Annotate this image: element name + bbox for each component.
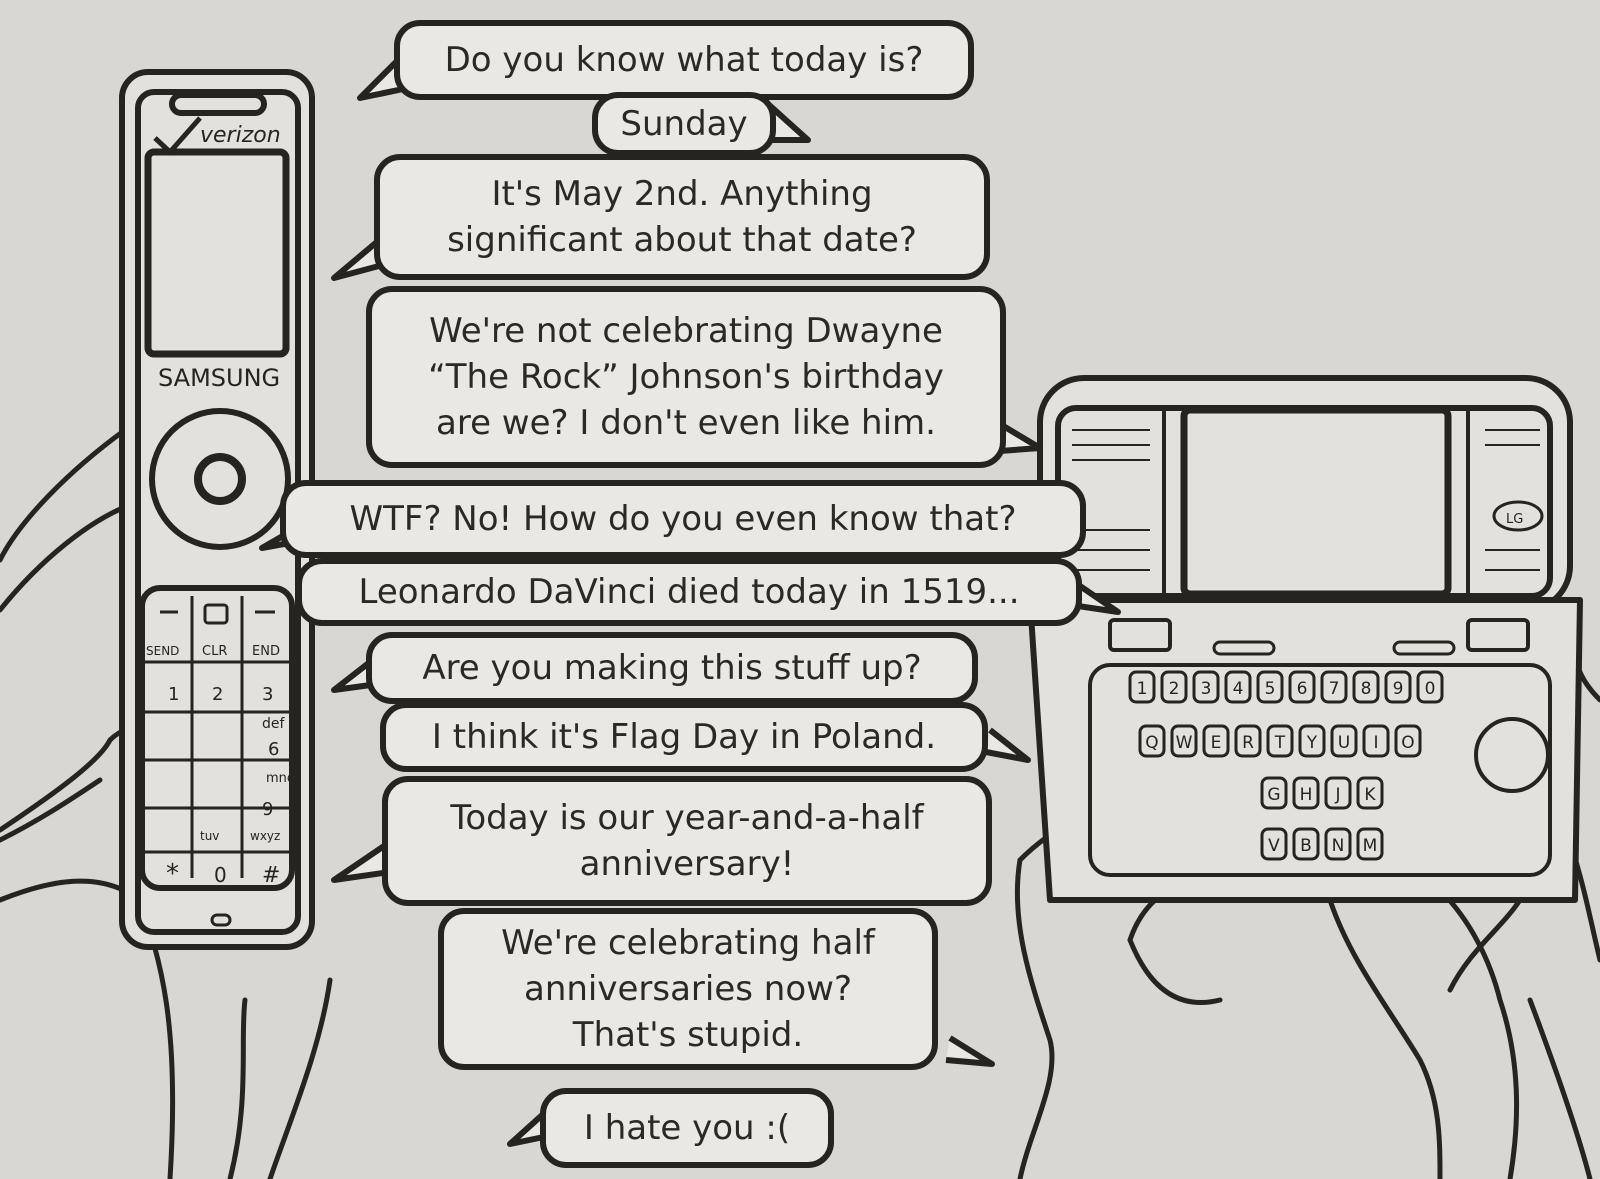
carrier-logo: verizon: [200, 123, 281, 148]
lg-key: [1352, 670, 1380, 704]
left-hand: [0, 427, 128, 563]
lg-key-label: 4: [1233, 679, 1244, 699]
lg-key: [1192, 670, 1220, 704]
lg-key: [1292, 827, 1320, 861]
message-bubble-5: WTF? No! How do you even know that?: [280, 480, 1086, 558]
lg-key: [1356, 776, 1384, 810]
lg-key-label: J: [1334, 785, 1340, 805]
lg-key-label: K: [1364, 785, 1376, 805]
message-bubble-7: Are you making this stuff up?: [366, 632, 978, 704]
lg-key: [1160, 670, 1188, 704]
lg-key: [1362, 724, 1390, 758]
verizon-check-icon: [153, 116, 202, 156]
lg-key-label: I: [1373, 733, 1378, 753]
lg-key: [1170, 724, 1198, 758]
lg-key-label: 8: [1361, 679, 1372, 699]
lg-key-label: W: [1176, 733, 1193, 753]
lg-key-label: 7: [1329, 679, 1340, 699]
lg-key-label: B: [1300, 836, 1312, 856]
lg-key-label: H: [1300, 785, 1313, 805]
message-bubble-8: I think it's Flag Day in Poland.: [380, 702, 988, 772]
lg-key: [1288, 670, 1316, 704]
lg-key-label: 1: [1137, 679, 1148, 699]
message-bubble-11: I hate you :(: [540, 1088, 834, 1168]
svg-text:tuv: tuv: [200, 829, 219, 843]
lg-key-label: N: [1332, 836, 1345, 856]
lg-key-label: G: [1267, 785, 1280, 805]
brand-logo: SAMSUNG: [158, 364, 280, 392]
lg-key-label: 3: [1201, 679, 1212, 699]
lg-key: [1330, 724, 1358, 758]
lg-key-label: 9: [1393, 679, 1404, 699]
lg-key: [1298, 724, 1326, 758]
message-bubble-9: Today is our year-and-a-half anniversary…: [382, 776, 992, 906]
samsung-phone: [119, 69, 315, 950]
svg-text:#: #: [262, 863, 280, 888]
lg-key-label: M: [1363, 836, 1378, 856]
lg-key-label: T: [1274, 733, 1286, 753]
lg-key-label: Y: [1306, 733, 1318, 753]
lg-key: [1384, 670, 1412, 704]
message-bubble-10: We're celebrating half anniversaries now…: [438, 908, 938, 1070]
lg-key: [1224, 670, 1252, 704]
lg-key: [1394, 724, 1422, 758]
lg-key: [1416, 670, 1444, 704]
svg-text:1: 1: [168, 684, 179, 705]
lg-key: [1324, 776, 1352, 810]
message-bubble-1: Do you know what today is?: [394, 20, 974, 100]
lg-key: [1234, 724, 1262, 758]
svg-text:6: 6: [268, 739, 279, 760]
message-bubble-6: Leonardo DaVinci died today in 1519...: [296, 558, 1082, 626]
lg-key: [1128, 670, 1156, 704]
svg-text:CLR: CLR: [202, 644, 227, 659]
lg-key-label: 5: [1265, 679, 1276, 699]
svg-text:0: 0: [214, 863, 227, 887]
svg-text:9: 9: [262, 799, 273, 820]
lg-key: [1266, 724, 1294, 758]
lg-key-label: E: [1211, 733, 1222, 753]
lg-key: [1356, 827, 1384, 861]
lg-key-label: R: [1242, 733, 1254, 753]
svg-text:SEND: SEND: [146, 644, 179, 658]
lg-key: [1202, 724, 1230, 758]
message-bubble-4: We're not celebrating Dwayne “The Rock” …: [366, 286, 1006, 468]
lg-key: [1138, 724, 1166, 758]
lg-key-label: 0: [1425, 679, 1436, 699]
lg-phone: [1027, 375, 1583, 903]
lg-key: [1260, 827, 1288, 861]
lg-key-label: 6: [1297, 679, 1308, 699]
lg-logo: LG: [1506, 512, 1523, 527]
lg-key: [1292, 776, 1320, 810]
lg-key: [1320, 670, 1348, 704]
message-bubble-2: Sunday: [592, 92, 776, 156]
message-bubble-3: It's May 2nd. Anything significant about…: [374, 154, 990, 280]
lg-key: [1260, 776, 1288, 810]
svg-text:mno: mno: [266, 771, 295, 786]
lg-key: [1256, 670, 1284, 704]
svg-text:def: def: [262, 716, 286, 732]
lg-key: [1324, 827, 1352, 861]
svg-text:END: END: [252, 644, 280, 659]
svg-text:wxyz: wxyz: [250, 829, 280, 843]
lg-key-label: Q: [1145, 733, 1158, 753]
svg-text:2: 2: [212, 684, 223, 705]
lg-key-label: 2: [1169, 679, 1180, 699]
lg-key-label: U: [1338, 733, 1350, 753]
lg-key-label: O: [1401, 733, 1414, 753]
samsung-labels: verizon SAMSUNG SEND CLR END 1 2 3 def 6…: [146, 116, 295, 889]
svg-text:3: 3: [262, 684, 273, 705]
lg-key-label: V: [1268, 836, 1280, 856]
svg-text:*: *: [166, 859, 179, 889]
